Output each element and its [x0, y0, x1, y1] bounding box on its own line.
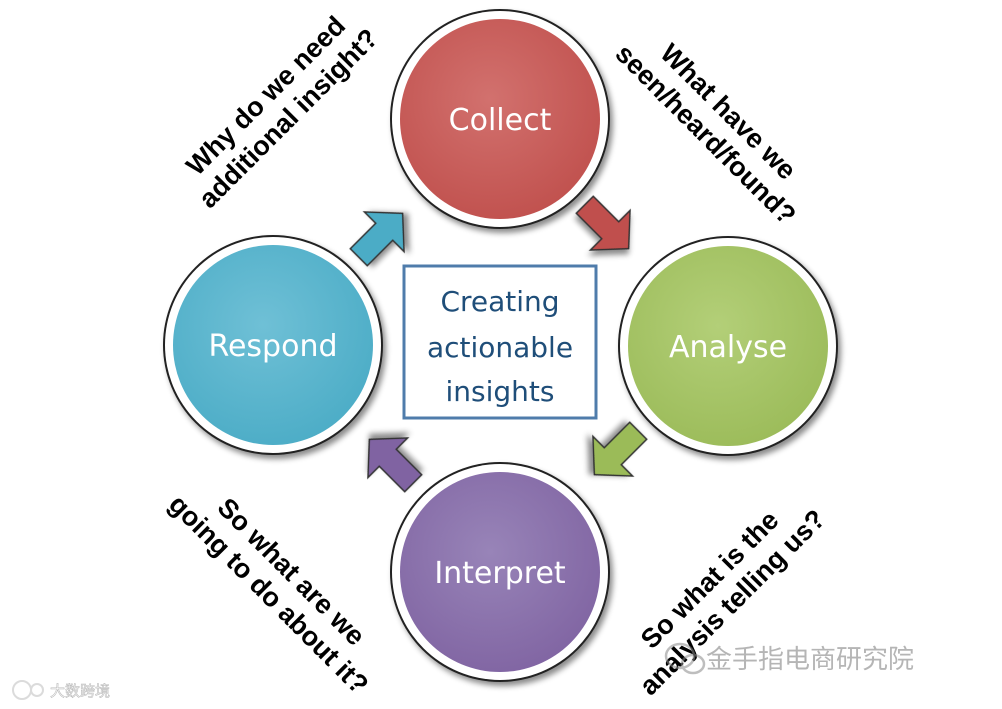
collect-label: Collect	[449, 103, 552, 138]
question-top-right: What have we seen/heard/found?	[610, 38, 802, 230]
arrow-down-left-icon	[592, 421, 648, 477]
arrow-up-left-icon	[367, 437, 423, 493]
center-line-1: Creating	[440, 285, 559, 318]
center-box: Creating actionable insights	[402, 264, 598, 420]
arrow-up-right-icon	[349, 211, 405, 267]
watermark-text-right: 金手指电商研究院	[706, 645, 914, 675]
arrow-down-right-icon	[575, 195, 631, 251]
watermark-bottom-right: 金手指电商研究院	[664, 642, 914, 675]
question-bottom-left-line-2: going to do about it?	[163, 489, 374, 700]
respond-label: Respond	[208, 329, 337, 364]
respond-node: Respond	[163, 235, 383, 455]
logo-icon	[12, 680, 44, 700]
analyse-label: Analyse	[669, 330, 787, 365]
collect-node: Collect	[390, 9, 610, 229]
center-line-2: actionable	[427, 331, 573, 364]
watermark-bottom-left: 大数跨境	[12, 680, 110, 700]
wechat-icon	[664, 642, 706, 675]
interpret-label: Interpret	[434, 556, 566, 591]
question-top-left: Why do we need additional insight?	[180, 10, 383, 213]
interpret-node: Interpret	[390, 462, 610, 682]
center-line-3: insights	[446, 375, 555, 408]
question-bottom-left: So what are we going to do about it?	[163, 489, 374, 700]
watermark-text-left: 大数跨境	[50, 682, 110, 700]
analyse-node: Analyse	[618, 236, 838, 456]
